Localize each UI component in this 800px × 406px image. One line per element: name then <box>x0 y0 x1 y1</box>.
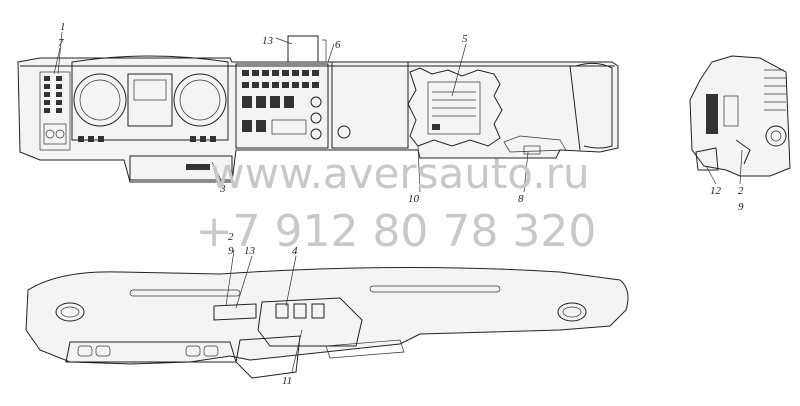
callout-bottom-4: 4 <box>292 245 298 257</box>
lower-console <box>129 155 233 181</box>
center-control-panel <box>235 63 329 149</box>
instrument-panel-top-view <box>25 266 629 379</box>
watermark-phone: +7 912 80 78 320 <box>196 206 597 257</box>
callout-bottom-2: 2 <box>228 231 234 243</box>
top-mount-bracket <box>287 35 327 63</box>
right-panel-section <box>500 62 613 155</box>
callout-top-9: 9 <box>738 201 744 213</box>
callout-top-6: 6 <box>335 39 341 51</box>
callout-top-10: 10 <box>408 193 420 205</box>
instrument-cluster <box>71 55 229 142</box>
callout-top-8: 8 <box>518 193 524 205</box>
callout-bottom-11: 11 <box>282 375 292 387</box>
callout-top-5: 5 <box>462 33 468 45</box>
watermark: www.aversauto.ru +7 912 80 78 320 <box>196 149 597 257</box>
callout-top-1: 1 <box>60 21 66 33</box>
callout-top-12: 12 <box>710 185 722 197</box>
callout-top-3: 3 <box>219 183 226 195</box>
instrument-panel-front-view <box>17 35 619 183</box>
cutaway-heater-unit <box>407 67 503 147</box>
watermark-site: www.aversauto.ru <box>210 149 589 198</box>
callout-top-13: 13 <box>262 35 274 47</box>
leader-lines <box>53 31 743 373</box>
callout-top-7: 7 <box>58 37 64 49</box>
callout-bottom-9: 9 <box>228 245 234 257</box>
callout-top-2: 2 <box>738 185 744 197</box>
callout-labels: 1 7 13 6 5 3 10 8 12 2 9 2 9 13 4 11 <box>58 21 744 387</box>
callout-bottom-13: 13 <box>244 245 256 257</box>
left-switch-block <box>39 71 71 151</box>
instrument-panel-side-view <box>689 55 791 177</box>
